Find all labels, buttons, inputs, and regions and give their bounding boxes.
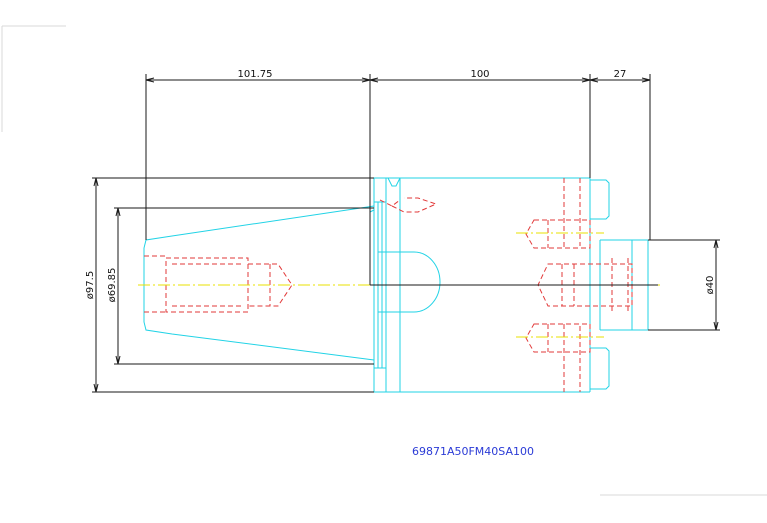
dim-diameter-outer: ø97.5 xyxy=(85,271,96,299)
dim-diameter-inner: ø69.85 xyxy=(107,268,118,303)
dim-length-1: 101.75 xyxy=(238,69,273,80)
dimension-lines xyxy=(92,74,720,393)
dim-length-2: 100 xyxy=(470,69,489,80)
center-lines xyxy=(138,232,660,338)
dim-length-3: 27 xyxy=(614,69,627,80)
viewport-frame xyxy=(1,25,767,496)
dim-diameter-shank: ø40 xyxy=(705,276,716,295)
part-number-label: 69871A50FM40SA100 xyxy=(412,445,534,458)
